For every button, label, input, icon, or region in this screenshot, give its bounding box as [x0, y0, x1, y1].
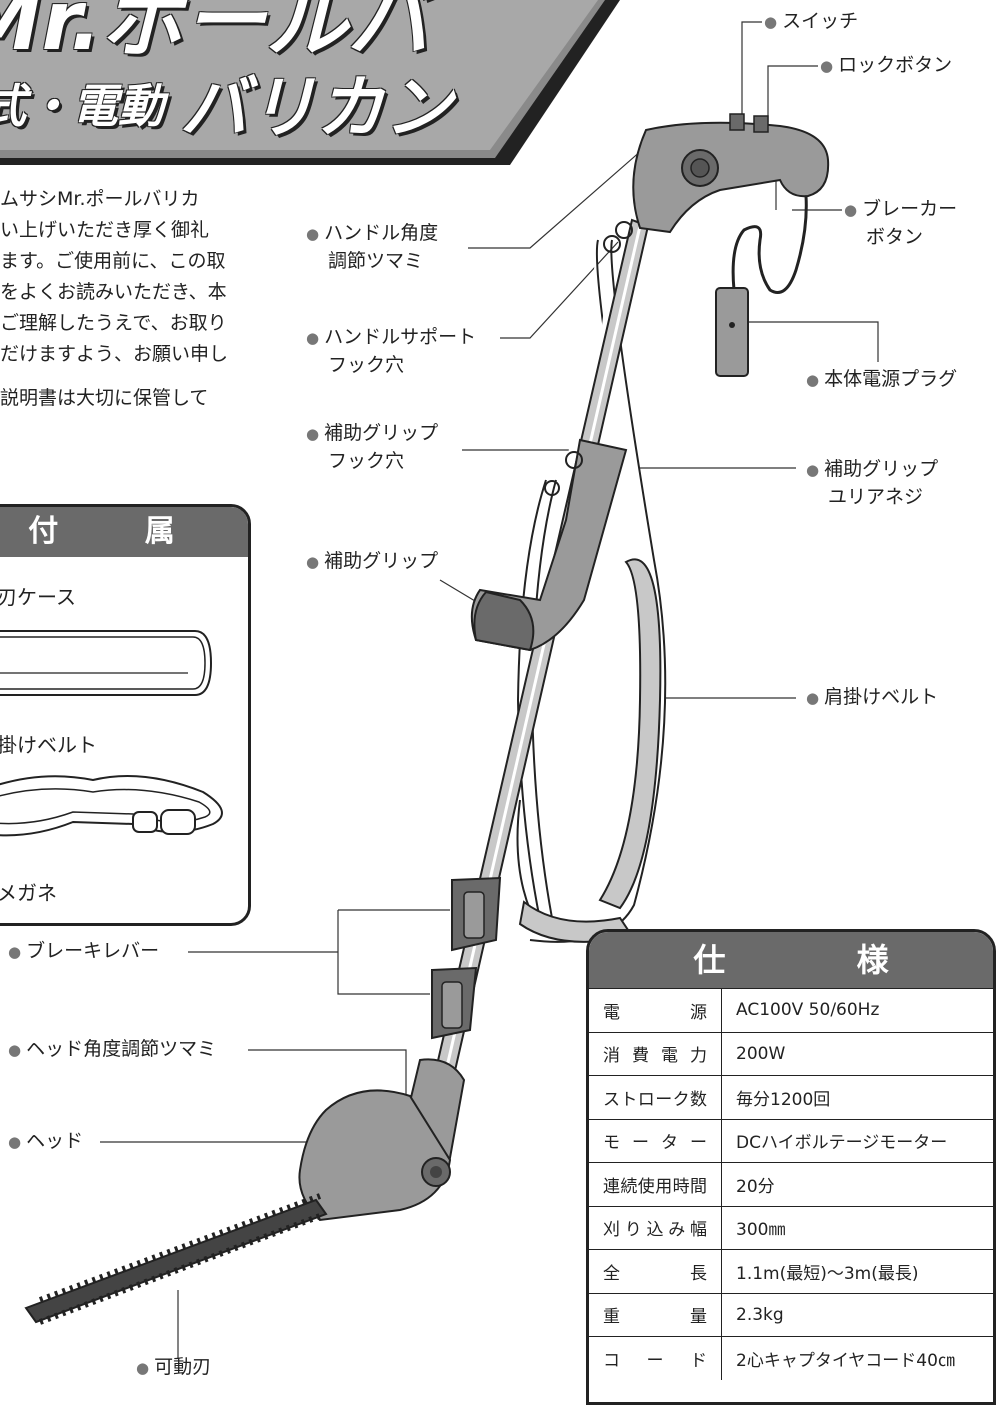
- label-head-angle-knob: ●ヘッド角度調節ツマミ: [8, 1038, 217, 1060]
- banner-title-line1: Mr.ポールバ: [0, 0, 430, 69]
- accessories-box: 付 属 品 刃ケース 掛けベルト メガネ: [0, 504, 251, 926]
- bullet-icon: ●: [820, 57, 834, 75]
- label-aux-grip-screw: ●補助グリップ ユリアネジ: [806, 458, 939, 508]
- spec-title: 仕 様: [589, 932, 993, 988]
- label-brake-lever: ●ブレーキレバー: [8, 940, 160, 962]
- intro-line: ご理解したうえで、お取り: [0, 312, 227, 334]
- label-lock-button: ●ロックボタン: [820, 54, 953, 76]
- bullet-icon: ●: [306, 553, 320, 571]
- accessories-title: 付 属 品: [0, 507, 248, 599]
- blade-case-illustration: [0, 630, 213, 696]
- bullet-icon: ●: [806, 371, 820, 389]
- bullet-icon: ●: [306, 425, 320, 443]
- intro-line: だけますよう、お願い申し: [0, 343, 229, 365]
- intro-line: をよくお読みいただき、本: [0, 281, 227, 303]
- banner-shape: [0, 0, 620, 165]
- bullet-icon: ●: [764, 13, 778, 31]
- table-row: ストローク数毎分1200回: [589, 1075, 993, 1119]
- bullet-icon: ●: [8, 1133, 22, 1151]
- bullet-icon: ●: [806, 689, 820, 707]
- intro-line: ムサシMr.ポールバリカ: [0, 188, 200, 210]
- bullet-icon: ●: [136, 1359, 150, 1377]
- label-head: ●ヘッド: [8, 1130, 84, 1152]
- bullet-icon: ●: [806, 461, 820, 479]
- bullet-icon: ●: [8, 943, 22, 961]
- belt-illustration: [0, 775, 223, 837]
- label-aux-grip: ●補助グリップ: [306, 550, 439, 572]
- label-breaker-button: ●ブレーカー ボタン: [844, 198, 958, 248]
- accessory-shoulder-belt: 掛けベルト: [0, 733, 97, 757]
- bullet-icon: ●: [8, 1041, 22, 1059]
- banner-title-prefix: 式・電動: [0, 79, 164, 133]
- label-handle-support-hook: ●ハンドルサポート フック穴: [306, 326, 477, 376]
- intro-text: ムサシMr.ポールバリカ い上げいただき厚く御礼 ます。ご使用前に、この取 をよ…: [0, 184, 262, 414]
- bullet-icon: ●: [306, 225, 320, 243]
- label-power-plug: ●本体電源プラグ: [806, 368, 958, 390]
- accessory-blade-case: 刃ケース: [0, 585, 76, 609]
- label-switch: ●スイッチ: [764, 10, 859, 32]
- label-handle-angle-knob: ●ハンドル角度 調節ツマミ: [306, 222, 439, 272]
- intro-note: 説明書は大切に保管して: [0, 387, 209, 409]
- bullet-icon: ●: [306, 329, 320, 347]
- accessory-glasses: メガネ: [0, 881, 57, 905]
- intro-line: ます。ご使用前に、この取: [0, 250, 226, 272]
- bullet-icon: ●: [844, 201, 858, 219]
- label-aux-grip-hook: ●補助グリップ フック穴: [306, 422, 439, 472]
- intro-line: い上げいただき厚く御礼: [0, 219, 210, 241]
- label-shoulder-belt: ●肩掛けベルト: [806, 686, 939, 708]
- banner-title-main: バリカン: [180, 69, 453, 148]
- label-moving-blade: ●可動刃: [136, 1356, 212, 1378]
